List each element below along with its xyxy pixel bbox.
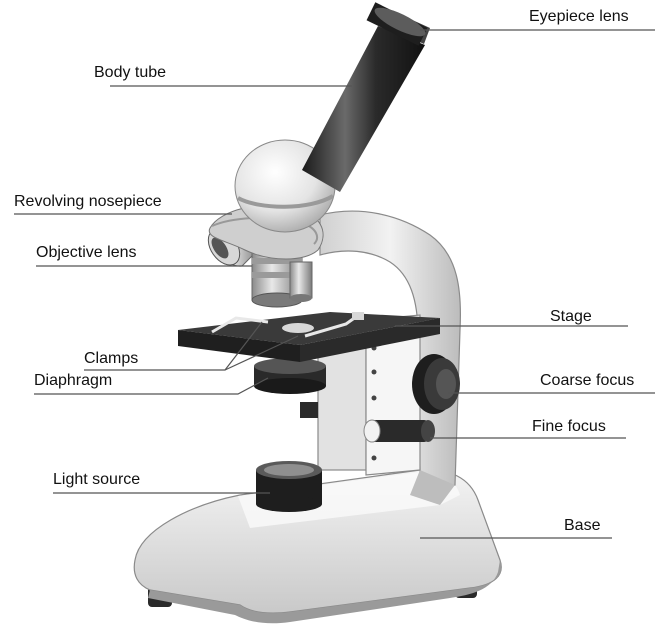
label-stage: Stage [550,308,592,326]
label-base: Base [564,517,600,535]
label-light-source: Light source [53,471,140,489]
condenser-knob [300,402,318,418]
label-diaphragm: Diaphragm [34,372,112,390]
body-tube [302,2,430,192]
label-eyepiece-lens: Eyepiece lens [529,8,629,26]
fine-focus-knob [364,420,435,442]
label-body-tube: Body tube [94,64,166,82]
diaphragm [254,358,326,394]
label-clamps: Clamps [84,350,138,368]
label-revolving-nosepiece: Revolving nosepiece [14,193,162,211]
label-objective-lens: Objective lens [36,244,137,262]
label-fine-focus: Fine focus [532,418,606,436]
label-coarse-focus: Coarse focus [540,372,634,390]
light-source [256,461,322,512]
